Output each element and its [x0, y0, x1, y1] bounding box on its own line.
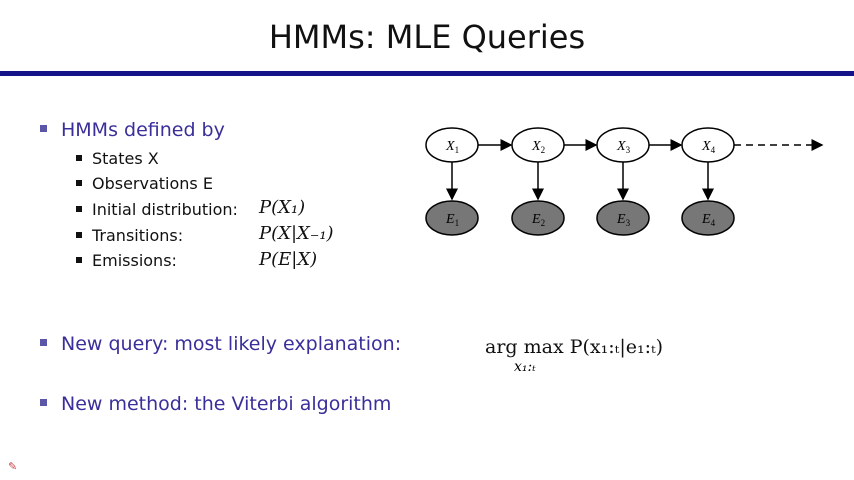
- bullet-text: Observations E: [92, 174, 213, 193]
- math-initial: P(X₁): [259, 197, 306, 218]
- state-node: [511, 127, 565, 163]
- slide-toolbar[interactable]: ✎: [8, 460, 17, 473]
- title-divider: [0, 71, 854, 76]
- bullet-text: States X: [92, 149, 159, 168]
- sub-bullet: Observations E: [76, 174, 213, 193]
- bullet-text: New query: most likely explanation:: [61, 333, 402, 355]
- bullet-text: Transitions:: [92, 226, 184, 245]
- evidence-node: [596, 200, 650, 236]
- sub-bullet: States X: [76, 149, 159, 168]
- bullet-text: Emissions:: [92, 251, 177, 270]
- math-transition: P(X|X₋₁): [259, 223, 334, 244]
- bullet-text: Initial distribution:: [92, 200, 238, 219]
- bullet-text: New method: the Viterbi algorithm: [61, 393, 392, 415]
- bullet-new-query: New query: most likely explanation:: [40, 333, 401, 355]
- sub-bullet: Emissions:: [76, 251, 177, 270]
- bullet-hmm-defined: HMMs defined by: [40, 119, 225, 141]
- evidence-node: [425, 200, 479, 236]
- sub-bullet: Transitions:: [76, 226, 183, 245]
- evidence-node: [511, 200, 565, 236]
- argmax-subscript: x₁:ₜ: [514, 359, 536, 375]
- bullet-text: HMMs defined by: [61, 119, 225, 141]
- state-node: [425, 127, 479, 163]
- argmax-formula: arg max P(x₁:ₜ|e₁:ₜ): [485, 336, 664, 358]
- evidence-node: [681, 200, 735, 236]
- math-emission: P(E|X): [259, 249, 318, 270]
- pen-icon[interactable]: ✎: [8, 460, 18, 473]
- slide-title: HMMs: MLE Queries: [268, 18, 586, 56]
- sub-bullet: Initial distribution:: [76, 200, 238, 219]
- state-node: [596, 127, 650, 163]
- state-node: [681, 127, 735, 163]
- bullet-new-method: New method: the Viterbi algorithm: [40, 393, 391, 415]
